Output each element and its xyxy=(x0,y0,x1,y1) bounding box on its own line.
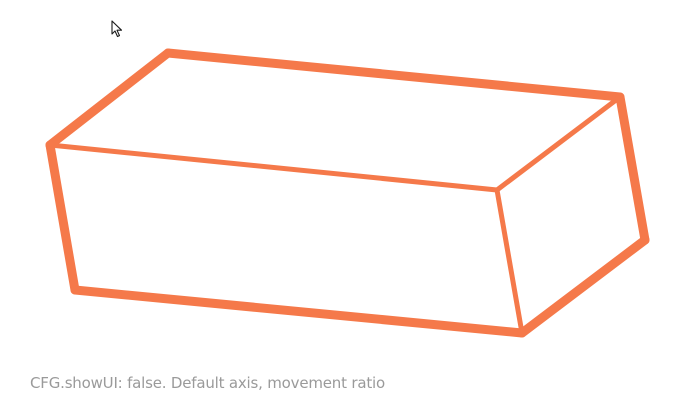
box-edge-top-left xyxy=(45,48,173,150)
box-edge-right-vertical xyxy=(615,92,650,245)
status-caption: CFG.showUI: false. Default axis, movemen… xyxy=(30,374,385,392)
wireframe-box xyxy=(45,48,650,338)
arrow-pointer-icon xyxy=(111,20,123,38)
box-edge-top-front xyxy=(47,142,500,193)
box-edge-front-vertical xyxy=(494,187,525,336)
box-edge-bottom-front xyxy=(70,285,527,338)
box-edge-top-back xyxy=(163,48,625,102)
box-edge-left-vertical xyxy=(45,140,80,295)
box-edge-bottom-right xyxy=(517,235,650,338)
box-edge-top-right xyxy=(494,94,623,193)
